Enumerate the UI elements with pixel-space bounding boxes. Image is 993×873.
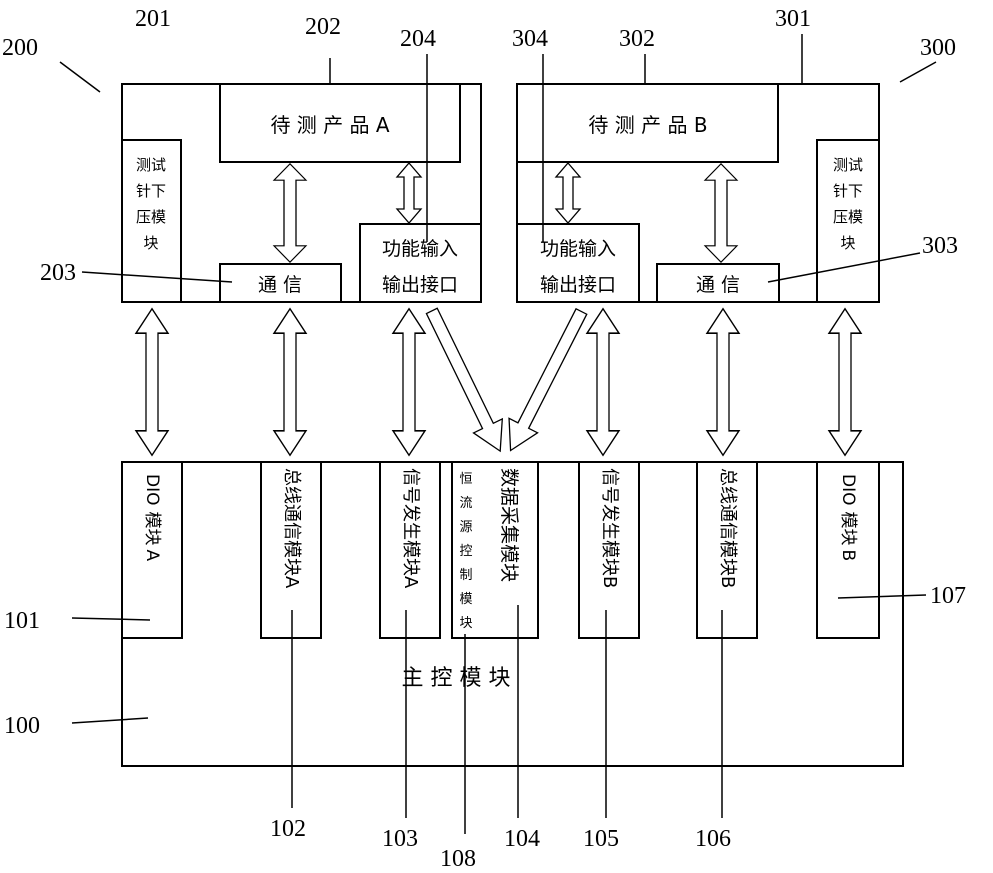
ref-100: 100 [4, 713, 40, 739]
const-current-label: 恒 流 源 控 制 模 块 [459, 472, 472, 631]
arrow-comm-b-bus-b [706, 308, 740, 456]
leader-101 [71, 617, 151, 621]
sig-a-label: 信号发生模块A [400, 468, 421, 589]
bus-b-label: 总线通信模块B [717, 468, 738, 588]
const-current-c1: 恒 [459, 472, 472, 487]
ref-102: 102 [270, 816, 306, 842]
io-b-line-1: 功能输入 [540, 238, 616, 260]
io-a-line-2: 输出接口 [382, 274, 458, 296]
ref-106: 106 [695, 826, 731, 852]
sig-a-text: 信号发生模块A [400, 468, 421, 589]
ref-304: 304 [512, 26, 548, 52]
fixture-b: 待 测 产 品 B 测试 针下 压模 块 通 信 功能输入 输出接口 [516, 83, 880, 303]
bus-a-label: 总线通信模块A [281, 468, 302, 589]
comm-b-box [656, 263, 780, 303]
arrow-probe-a-dio-a [135, 308, 169, 456]
leader-303 [767, 252, 921, 283]
dio-a-text: DIO模块A [142, 474, 162, 562]
arrow-io-b-daq [495, 303, 597, 459]
io-b-box [516, 223, 640, 303]
ref-107: 107 [930, 583, 966, 609]
ref-203: 203 [40, 260, 76, 286]
ref-302: 302 [619, 26, 655, 52]
const-current-c2: 流 [459, 496, 472, 511]
probe-a-line-2: 针下 [136, 182, 166, 200]
ref-202: 202 [305, 14, 341, 40]
product-a-label: 待 测 产 品 A [270, 113, 389, 137]
io-a-box [359, 223, 482, 303]
ref-105: 105 [583, 826, 619, 852]
sig-b-label: 信号发生模块B [599, 468, 620, 588]
sig-b-text: 信号发生模块B [599, 468, 620, 588]
bus-b-text: 总线通信模块B [717, 468, 738, 588]
dio-b-text: DIO模块B [838, 474, 858, 561]
leader-107 [837, 594, 927, 599]
dio-a-box [121, 461, 183, 639]
product-b-label: 待 测 产 品 B [588, 113, 707, 137]
ref-303: 303 [922, 233, 958, 259]
probe-b-line-1: 测试 [833, 156, 863, 174]
io-b-line-2: 输出接口 [540, 274, 616, 296]
ref-300: 300 [920, 35, 956, 61]
arrow-probe-b-dio-b [828, 308, 862, 456]
ref-101: 101 [4, 608, 40, 634]
probe-b-line-3: 压模 [833, 208, 863, 226]
sig-b-box [578, 461, 640, 639]
const-current-c3: 源 [459, 520, 472, 535]
main-control-label: 主 控 模 块 [402, 666, 511, 691]
probe-b-line-4: 块 [840, 234, 855, 252]
current-daq-box [451, 461, 539, 639]
probe-a-line-4: 块 [143, 234, 158, 252]
dio-b-box [816, 461, 880, 639]
const-current-c4: 控 [459, 544, 472, 559]
dio-a-label: DIO模块A [142, 474, 162, 562]
daq-text: 数据采集模块 [499, 468, 521, 582]
comm-a-label: 通 信 [258, 274, 302, 296]
bus-b-box [696, 461, 758, 639]
ref-200: 200 [2, 35, 38, 61]
bus-a-box [260, 461, 322, 639]
const-current-c7: 块 [459, 616, 472, 631]
probe-a-line-3: 压模 [136, 208, 166, 226]
ref-108: 108 [440, 846, 476, 872]
arrow-comm-a-bus-a [273, 308, 307, 456]
const-current-c6: 模 [459, 592, 472, 607]
comm-b-label: 通 信 [696, 274, 740, 296]
leader-300 [899, 61, 937, 83]
comm-a-box [219, 263, 342, 303]
leader-100 [71, 717, 149, 724]
arrow-io-b-sig-b [586, 308, 620, 456]
ref-204: 204 [400, 26, 436, 52]
ref-103: 103 [382, 826, 418, 852]
leader-203 [81, 271, 233, 283]
product-a-box [219, 83, 461, 163]
const-current-c5: 制 [459, 568, 472, 583]
main-control: 主 控 模 块 DIO模块A 总线通信模块A 信号发生模块A 恒 流 源 控 制 [121, 461, 904, 767]
probe-b-box [816, 139, 880, 303]
leader-200 [59, 61, 101, 93]
ref-201: 201 [135, 6, 171, 32]
daq-label: 数据采集模块 [499, 468, 521, 582]
io-a-line-1: 功能输入 [382, 238, 458, 260]
reference-numerals: 200 201 202 204 203 300 301 302 304 303 … [2, 6, 966, 872]
probe-a-line-1: 测试 [136, 156, 166, 174]
arrow-io-a-daq [416, 303, 516, 459]
arrow-io-a-sig-a [392, 308, 426, 456]
product-b-box [516, 83, 779, 163]
probe-b-line-2: 针下 [833, 182, 863, 200]
ref-104: 104 [504, 826, 540, 852]
ref-301: 301 [775, 6, 811, 32]
bus-a-text: 总线通信模块A [281, 468, 302, 589]
sig-a-box [379, 461, 441, 639]
dio-b-label: DIO模块B [838, 474, 858, 561]
